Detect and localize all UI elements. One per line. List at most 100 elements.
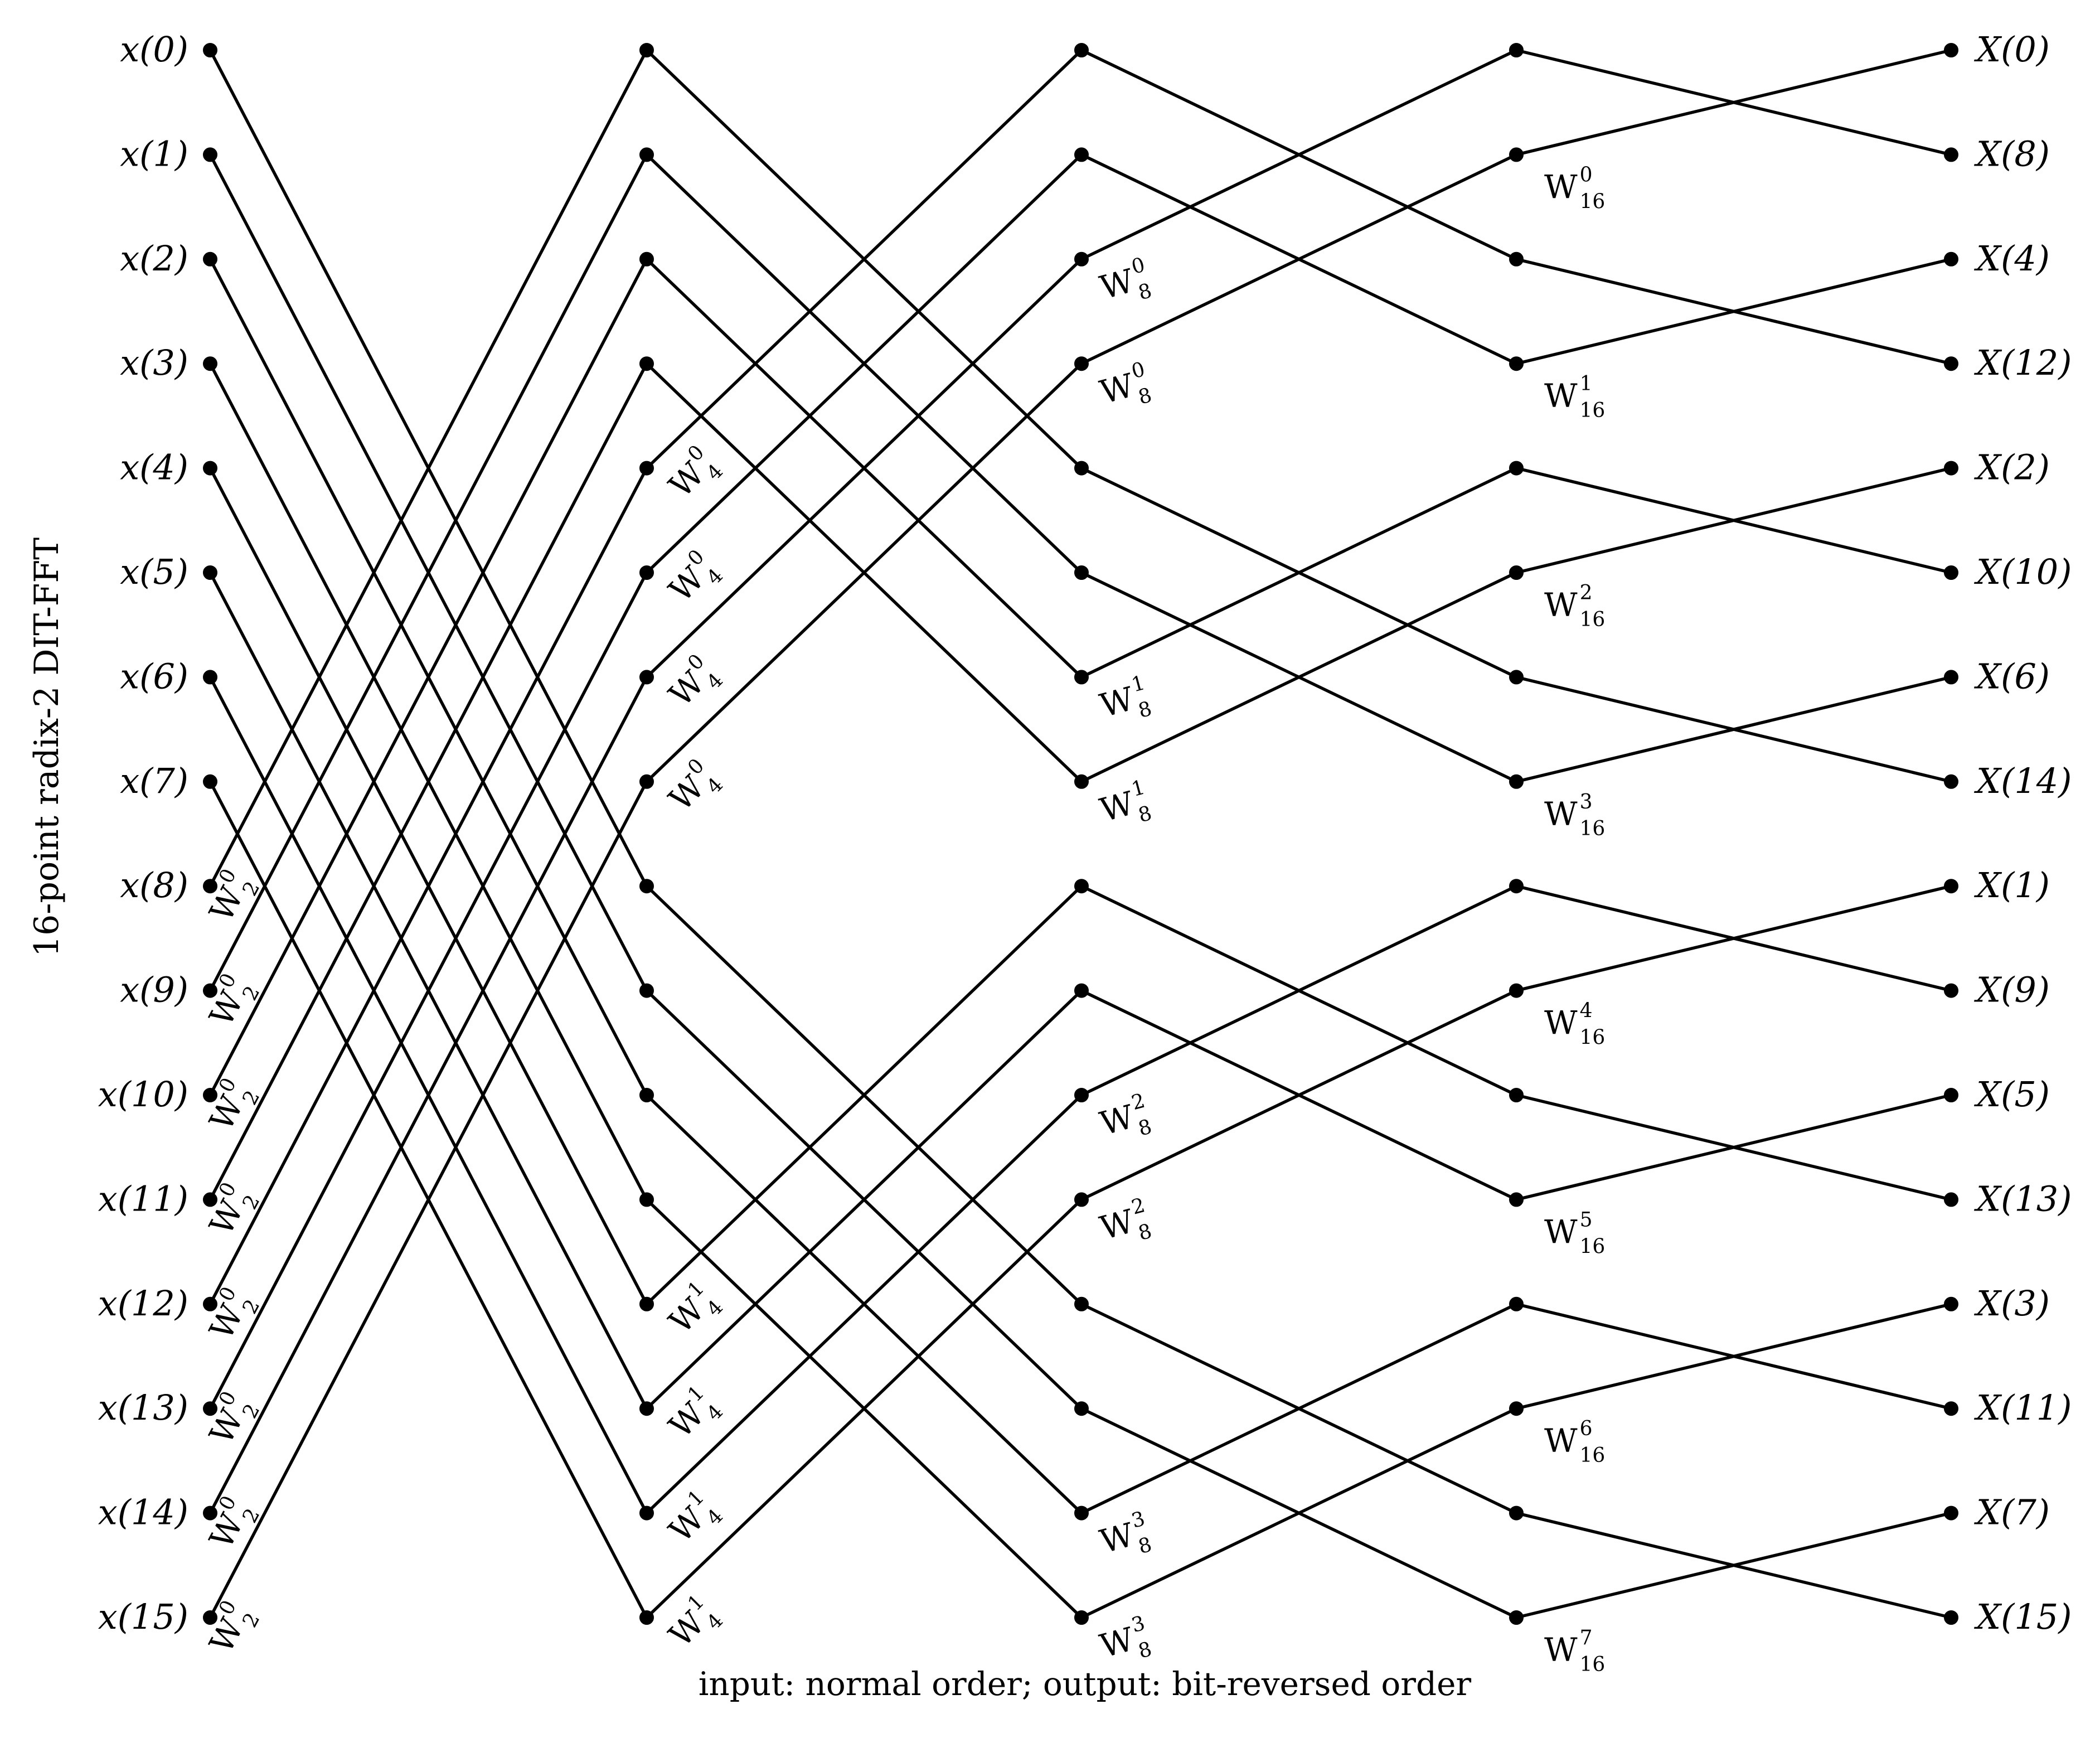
twiddle-stage1: W02: [198, 1492, 264, 1558]
stage2-node: [1074, 1401, 1089, 1416]
stage3-node: [1509, 879, 1524, 894]
stage1-wire: [208, 676, 648, 1514]
twiddle-stage3-sup: 0: [1129, 358, 1147, 384]
input-label: x(4): [120, 447, 188, 488]
twiddle-stage3: W18: [1095, 671, 1155, 732]
stage1-node: [639, 251, 654, 267]
twiddle-stage4-sup: 4: [1580, 1000, 1593, 1023]
output-node: [1944, 774, 1958, 789]
stage1-node: [639, 1505, 654, 1521]
input-label: x(10): [98, 1074, 188, 1115]
twiddle-stage1: W02: [198, 1283, 264, 1349]
output-node: [1944, 1610, 1958, 1625]
twiddle-stage4-sup: 2: [1580, 582, 1593, 604]
output-node: [1944, 1088, 1958, 1102]
stage4-wire: [1516, 675, 1952, 783]
stage2-node: [1074, 1192, 1089, 1207]
stage1-wire: [208, 781, 648, 1619]
stage4-wire: [1516, 258, 1952, 365]
twiddle-stage4-sub: 16: [1580, 817, 1606, 840]
twiddle-stage4-sub: 16: [1580, 1444, 1606, 1467]
output-node: [1944, 670, 1958, 685]
output-label: X(12): [1974, 342, 2072, 383]
input-node: [203, 670, 217, 685]
stage2-node: [1074, 983, 1089, 998]
twiddle-stage3-sup: 2: [1129, 1090, 1147, 1115]
twiddle-stage4-sup: 7: [1580, 1626, 1593, 1649]
output-node: [1944, 147, 1958, 162]
twiddle-stage3-sup: 1: [1129, 671, 1147, 697]
twiddle-stage2: W04: [658, 650, 728, 719]
input-node: [203, 1610, 217, 1625]
input-label: x(13): [98, 1387, 188, 1428]
stage3-node: [1509, 670, 1524, 685]
stage1-node: [639, 983, 654, 998]
stage3-node: [1509, 1610, 1524, 1625]
stage2-wire: [646, 362, 1083, 783]
stage3-node: [1509, 43, 1524, 57]
twiddle-stage3-sup: 0: [1129, 254, 1147, 279]
stage3-node: [1509, 147, 1524, 162]
output-node: [1944, 356, 1958, 371]
input-node: [203, 1296, 217, 1311]
output-node: [1944, 1401, 1958, 1416]
twiddle-stage3-sup: 2: [1129, 1194, 1147, 1219]
twiddle-stage2: W14: [658, 1381, 728, 1450]
stage3-node: [1509, 983, 1524, 998]
input-label: x(3): [120, 342, 188, 383]
stage1-wire: [208, 154, 648, 991]
input-node: [203, 879, 217, 894]
stage3-wire: [1080, 49, 1517, 261]
twiddle-stage3-sub: 8: [1136, 279, 1155, 305]
twiddle-stage4-sub: 16: [1580, 1027, 1606, 1049]
twiddle-stage4-sup: 3: [1580, 791, 1593, 814]
input-node: [203, 1401, 217, 1416]
stage3-node: [1509, 774, 1524, 789]
stage1-node: [639, 879, 654, 894]
stage2-node: [1074, 1088, 1089, 1102]
output-node: [1944, 565, 1958, 580]
output-label: X(1): [1974, 865, 2050, 906]
twiddle-stage3-sup: 1: [1129, 776, 1147, 802]
stage3-node: [1509, 1192, 1524, 1207]
twiddle-stage2-base: W: [662, 454, 712, 505]
stage2-node: [1074, 251, 1089, 267]
input-label: x(0): [120, 29, 188, 70]
input-node: [203, 147, 217, 162]
stage1-wire: [208, 258, 648, 1096]
twiddle-stage3-sup: 3: [1129, 1612, 1147, 1638]
stage1-node: [639, 1401, 654, 1416]
input-label: x(7): [120, 761, 188, 801]
output-label: X(10): [1974, 551, 2072, 592]
side-title: 16-point radix-2 DIT-FFT: [27, 538, 66, 957]
twiddle-stage4-base: W: [1544, 1213, 1578, 1251]
twiddle-stage4-sup: 6: [1580, 1417, 1593, 1440]
stage1-node: [639, 147, 654, 162]
stage2-node: [1074, 1610, 1089, 1625]
stage3-node: [1509, 356, 1524, 371]
twiddle-stage4-base: W: [1544, 586, 1578, 624]
twiddle-stage4-base: W: [1544, 1631, 1578, 1669]
twiddle-stage3-sub: 8: [1136, 1220, 1155, 1246]
input-node: [203, 1088, 217, 1102]
stage4-wire: [1516, 1093, 1952, 1202]
output-label: X(8): [1974, 133, 2050, 174]
stage3-node: [1509, 1505, 1524, 1521]
stage2-wire: [646, 1094, 1083, 1514]
stage1-node: [639, 356, 654, 371]
stage2-node: [1074, 1505, 1089, 1521]
input-label: x(15): [98, 1596, 188, 1637]
output-node: [1944, 461, 1958, 476]
stage4-wire: [1516, 1303, 1952, 1410]
stage1-node: [639, 774, 654, 789]
input-label: x(6): [120, 656, 188, 696]
output-label: X(15): [1974, 1596, 2072, 1637]
stage1-wire: [208, 49, 648, 887]
twiddle-stage3-sub: 8: [1136, 1115, 1155, 1141]
twiddle-stage3: W18: [1095, 776, 1155, 836]
stage2-wire: [646, 885, 1083, 1305]
twiddle-stage4-sub: 16: [1580, 1235, 1606, 1258]
